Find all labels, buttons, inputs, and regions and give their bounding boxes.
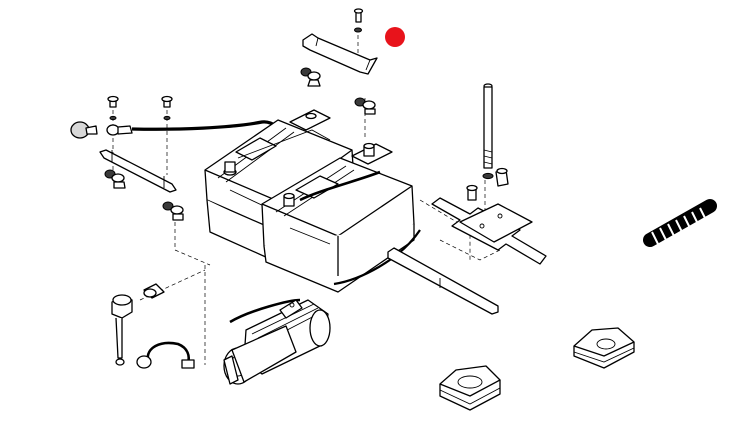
rubber-mount-small[interactable] — [573, 327, 635, 369]
long-bolt[interactable] — [482, 83, 509, 187]
bolt-left-2[interactable] — [161, 95, 173, 108]
starter-motor[interactable] — [223, 298, 331, 385]
nut-cluster-center — [354, 97, 376, 115]
hold-down-clamp[interactable] — [302, 8, 378, 75]
leader-lines — [112, 28, 501, 365]
coil-spring[interactable] — [643, 199, 717, 247]
terminal-cap[interactable] — [70, 121, 98, 139]
plug-connector[interactable] — [143, 283, 165, 299]
cable-terminal-left[interactable] — [111, 294, 133, 366]
nut-cluster-top — [300, 67, 321, 87]
washer — [109, 115, 117, 121]
nut-cluster-left — [104, 169, 126, 189]
red-dot-marker[interactable] — [385, 27, 405, 47]
rubber-mount-large[interactable] — [439, 365, 501, 411]
bolt-left-1[interactable] — [107, 95, 119, 108]
wire-harness[interactable] — [136, 341, 195, 369]
support-strip[interactable] — [387, 247, 499, 315]
battery-bracket-left[interactable] — [99, 149, 177, 193]
tray-frame[interactable] — [431, 184, 547, 265]
nut-cluster-left-lower — [162, 201, 184, 221]
battery-right[interactable] — [261, 142, 421, 293]
washer — [163, 115, 171, 121]
